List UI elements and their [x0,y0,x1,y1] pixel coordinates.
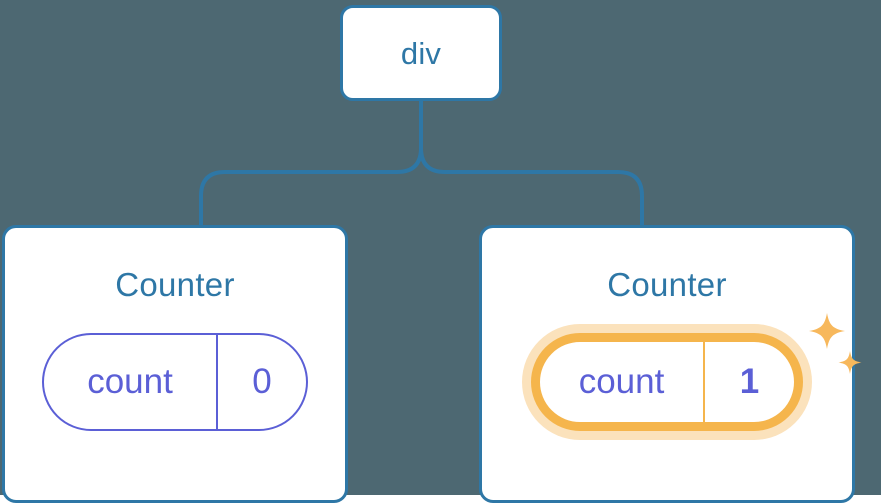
state-pill-left-key: count [44,335,218,429]
state-pill-wrapper-left: count 0 [42,333,308,431]
sparkle-large-icon [809,313,845,349]
node-counter-right[interactable]: Counter count 1 [479,225,862,503]
state-pill-wrapper-right: count 1 [531,313,862,431]
state-pill-right-key: count [540,342,705,422]
node-div[interactable]: div [340,5,502,101]
connector-left-branch [199,99,423,228]
connector-right-branch [419,99,644,228]
state-pill-left[interactable]: count 0 [42,333,308,431]
node-counter-left[interactable]: Counter count 0 [2,225,348,503]
node-counter-right-title: Counter [607,266,727,303]
state-pill-right[interactable]: count 1 [531,333,803,431]
state-pill-left-value: 0 [252,361,272,401]
node-counter-left-title: Counter [115,266,235,303]
node-div-label: div [400,35,442,71]
state-pill-right-value: 1 [739,361,760,401]
